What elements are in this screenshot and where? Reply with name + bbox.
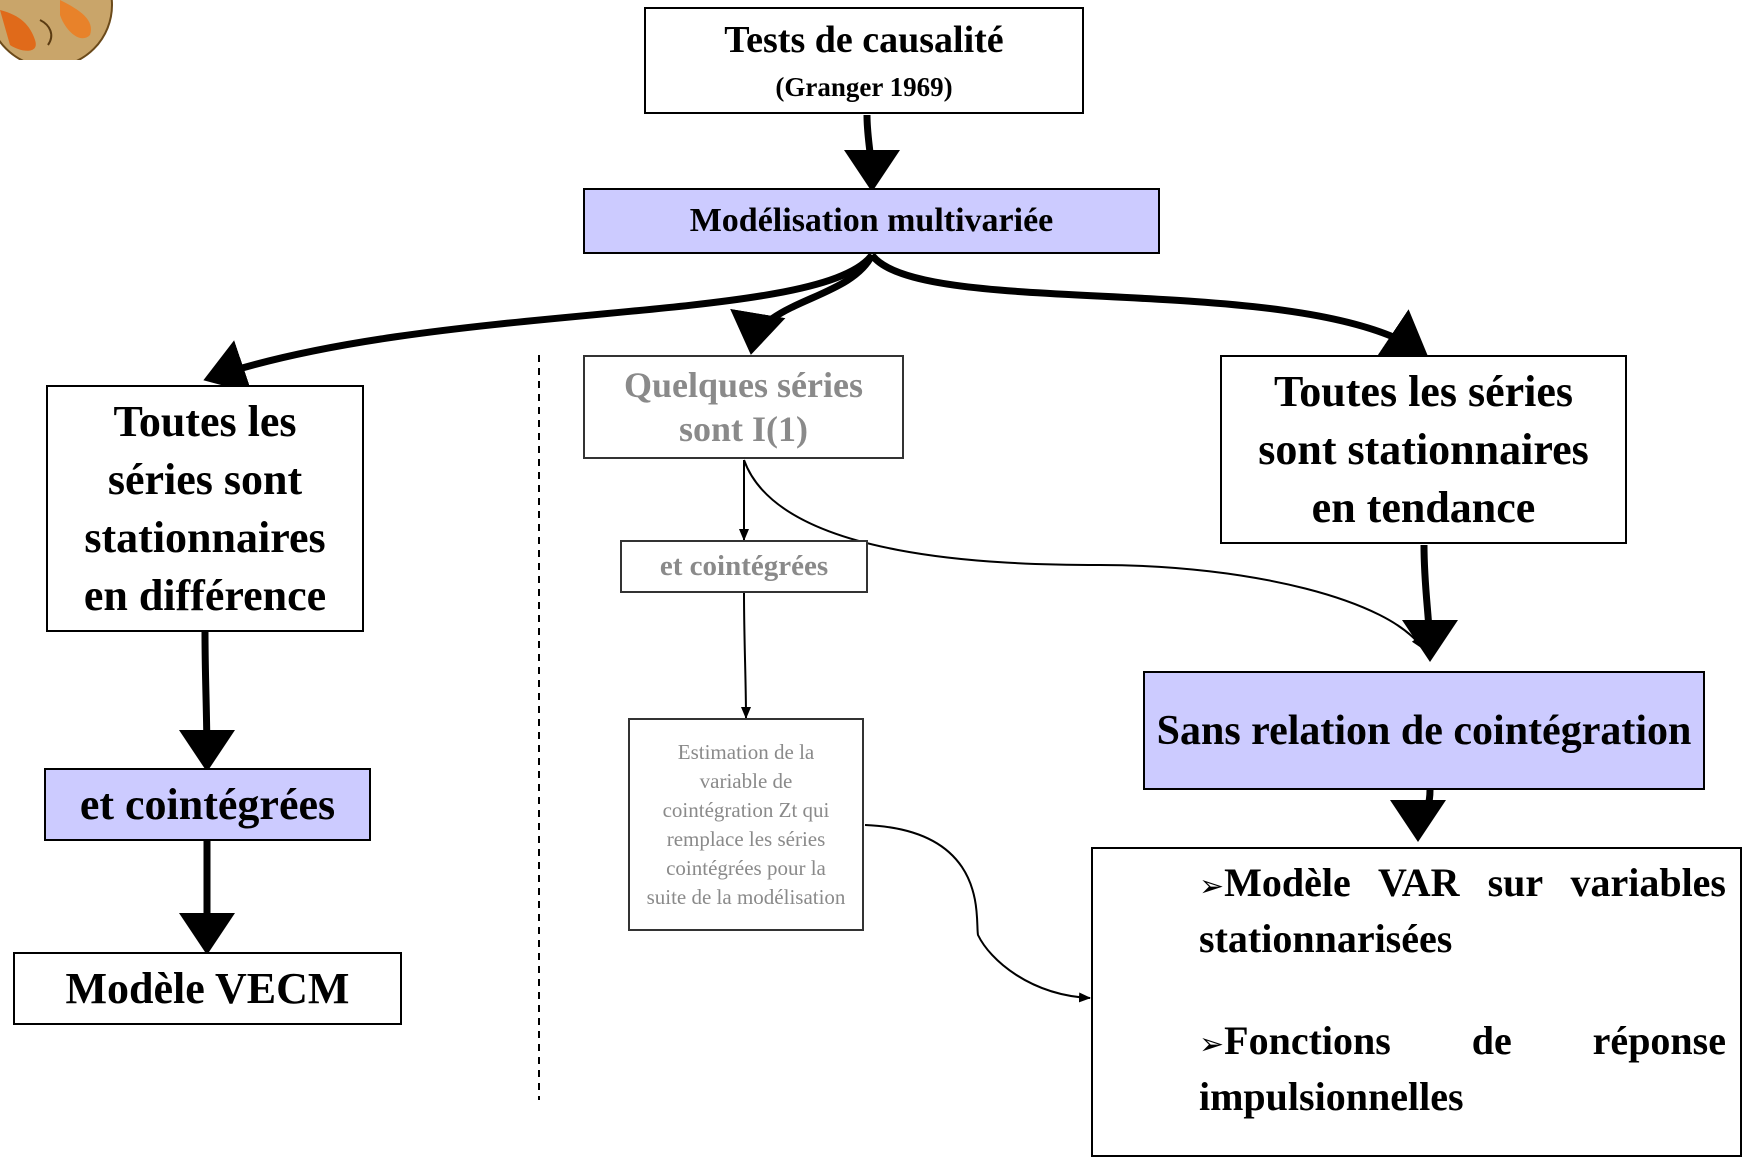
some-i1-box: Quelques séries sont I(1) <box>583 355 904 459</box>
no-cointegration-box: Sans relation de cointégration <box>1143 671 1705 790</box>
trend-stationary-box: Toutes les séries sont stationnaires en … <box>1220 355 1627 544</box>
middle-cointegrated-label: et cointégrées <box>659 550 829 582</box>
arrow-estimation-to-results <box>864 824 1091 1003</box>
results-box: ➢Modèle VAR sur variables stationnarisée… <box>1091 847 1742 1157</box>
globe-logo-icon <box>0 0 113 60</box>
diff-stationary-box: Toutes les séries sont stationnaires en … <box>46 385 364 632</box>
arrow-bullet-icon: ➢ <box>1199 1027 1225 1062</box>
middle-cointegrated-box: et cointégrées <box>620 540 868 593</box>
multivariate-label: Modélisation multivariée <box>689 202 1054 239</box>
multivariate-modeling-box: Modélisation multivariée <box>583 188 1160 254</box>
arrow-multivariate-to-middle <box>730 253 876 355</box>
vecm-model-box: Modèle VECM <box>13 952 402 1025</box>
granger-subtitle: (Granger 1969) <box>775 72 953 102</box>
left-cointegrated-box: et cointégrées <box>44 768 371 841</box>
arrow-top-to-multivariate <box>843 114 900 192</box>
result-var-text: Modèle VAR sur variables stationnarisées <box>1199 860 1726 961</box>
estimation-label: Estimation de la variable de cointégrati… <box>646 739 846 909</box>
left-cointegrated-label: et cointégrées <box>79 780 336 829</box>
arrow-trend-to-no-cointegration <box>1401 544 1458 662</box>
result-item-irf: ➢Fonctions de réponse impulsionnelles <box>1199 1015 1726 1123</box>
granger-causality-box: Tests de causalité (Granger 1969) <box>644 7 1084 114</box>
diff-stationary-label: Toutes les séries sont stationnaires en … <box>83 396 327 620</box>
arrow-some-i1-to-no-cointegration <box>743 459 1423 649</box>
no-cointegration-label: Sans relation de cointégration <box>1156 707 1692 754</box>
arrow-multivariate-to-left <box>203 252 875 394</box>
arrow-left-to-cointegrated <box>178 631 235 772</box>
vecm-label: Modèle VECM <box>65 964 350 1013</box>
estimation-box: Estimation de la variable de cointégrati… <box>628 718 864 931</box>
arrow-cointegrated-to-estimation <box>740 592 751 719</box>
arrow-bullet-icon: ➢ <box>1199 869 1225 904</box>
some-i1-label: Quelques séries sont I(1) <box>624 365 863 449</box>
result-item-var: ➢Modèle VAR sur variables stationnarisée… <box>1199 857 1726 965</box>
trend-stationary-label: Toutes les séries sont stationnaires en … <box>1258 366 1589 532</box>
granger-title: Tests de causalité <box>724 19 1004 61</box>
arrow-multivariate-to-right <box>869 252 1428 356</box>
result-irf-text: Fonctions de réponse impulsionnelles <box>1199 1018 1726 1119</box>
arrow-no-cointegration-to-results <box>1390 789 1447 842</box>
